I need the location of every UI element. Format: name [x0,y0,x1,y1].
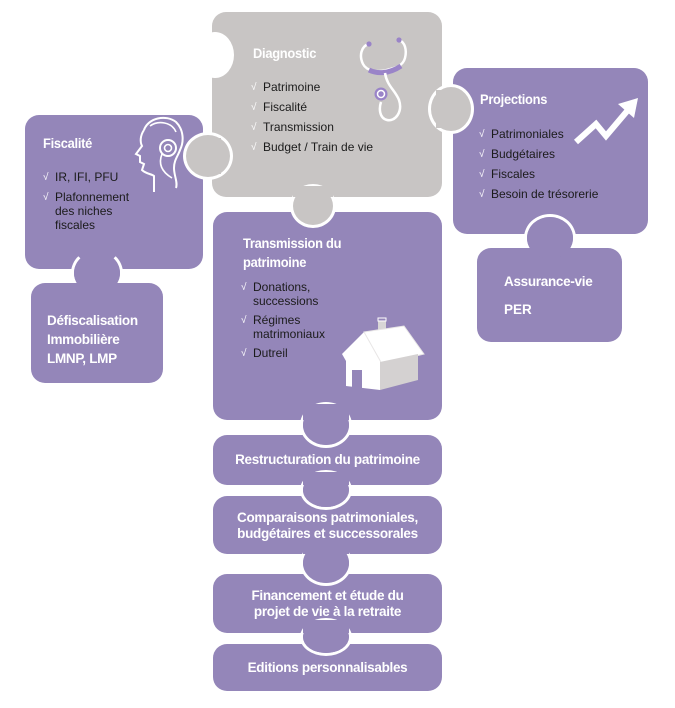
defiscalisation-piece: Défiscalisation Immobilière LMNP, LMP [31,283,163,383]
house-icon [342,317,425,390]
diagnostic-title: Diagnostic [253,45,317,61]
diagnostic-bottom-neck [293,186,333,197]
projections-item: √ Budgétaires [479,147,598,161]
diagnostic-item-label: Transmission [263,120,334,134]
check-icon: √ [479,129,485,140]
transmission-item: √ Donations,successions [241,280,325,308]
step-label: Editions personnalisables [247,660,408,675]
projections-item: √ Besoin de trésorerie [479,187,598,201]
projections-tab-fill [527,217,573,259]
diagnostic-right-neck [436,90,444,128]
diagnostic-item: √ Transmission [251,120,373,134]
projections-list: √ Patrimoniales √ Budgétaires √ Fiscales √ B… [479,127,598,207]
trend-up-arrow-icon [573,98,638,145]
diagnostic-right-tab [428,84,474,134]
fiscalite-list: √ IR, IFI, PFU √ Plafonnement des niches f… [43,170,153,238]
projections-piece [453,68,648,234]
assurance-piece: Assurance-vie PER [477,248,622,342]
projections-item-label: Budgétaires [491,147,556,161]
stethoscope-icon [359,37,407,122]
diagnostic-item-label: Patrimoine [263,80,321,94]
check-icon: √ [251,142,257,153]
projections-item: √ Patrimoniales [479,127,598,141]
step-label: budgétaires et successorales [237,526,418,541]
head-profile-icon [134,116,184,192]
diagnostic-item-label: Fiscalité [263,100,308,114]
check-icon: √ [43,192,49,203]
diagnostic-item: √ Fiscalité [251,100,373,114]
defiscalisation-line: Immobilière [47,332,120,347]
projections-item-label: Fiscales [491,167,536,181]
check-icon: √ [241,348,247,359]
assurance-line: PER [504,302,532,317]
check-icon: √ [251,122,257,133]
transmission-item-label: Dutreil [253,346,288,360]
transmission-title-line: patrimoine [243,254,307,270]
defiscalisation-line: LMNP, LMP [47,351,117,366]
transmission-title: Transmission du patrimoine [243,234,341,272]
fiscalite-item-label: IR, IFI, PFU [55,170,119,184]
defiscalisation-line: Défiscalisation [47,313,138,328]
step-label: Restructuration du patrimoine [235,452,420,467]
transmission-item-label: Donations, [253,280,311,294]
check-icon: √ [43,172,49,183]
fiscalite-item-label: Plafonnement des niches fiscales [55,190,130,232]
projections-item-label: Besoin de trésorerie [491,187,599,201]
step-label: Financement et étude du [251,588,404,603]
fiscalite-piece [25,115,203,269]
assurance-line: Assurance-vie [504,274,593,289]
fiscalite-item: √ Plafonnement des niches fiscales [43,190,153,232]
check-icon: √ [479,149,485,160]
step-label: projet de vie à la retraite [253,604,402,619]
transmission-item-label: successions [253,294,319,308]
diagnostic-list: √ Patrimoine √ Fiscalité √ Transmission √ Bu… [251,80,373,160]
step-restructuration: Restructuration du patrimoine [213,435,442,485]
check-icon: √ [241,282,247,293]
transmission-item-label: Régimes [253,313,301,327]
step-editions: Editions personnalisables [213,644,442,691]
diagnostic-left-tab [183,132,233,180]
connector-neck [303,404,349,420]
fiscalite-title: Fiscalité [43,135,93,151]
fiscalite-item: √ IR, IFI, PFU [43,170,153,184]
connector-neck [303,472,349,485]
diagnostic-item: √ Budget / Train de vie [251,140,373,154]
fiscalite-tab-fill [74,252,120,294]
connector-neck [303,540,349,554]
diagnostic-item-label: Budget / Train de vie [263,140,374,154]
check-icon: √ [251,102,257,113]
diagnostic-left-neck [211,138,221,174]
transmission-piece [213,212,442,420]
check-icon: √ [479,189,485,200]
projections-item: √ Fiscales [479,167,598,181]
transmission-title-line: Transmission du [243,235,342,251]
transmission-item: √ Dutreil [241,346,325,360]
diagnostic-left-notch [196,32,234,78]
check-icon: √ [479,169,485,180]
check-icon: √ [241,315,247,326]
projections-title: Projections [480,91,548,107]
transmission-item-label: matrimoniaux [253,327,326,341]
connector-neck [303,620,349,633]
diagnostic-item: √ Patrimoine [251,80,373,94]
step-label: Comparaisons patrimoniales, [237,510,418,525]
check-icon: √ [251,82,257,93]
projections-item-label: Patrimoniales [491,127,564,141]
